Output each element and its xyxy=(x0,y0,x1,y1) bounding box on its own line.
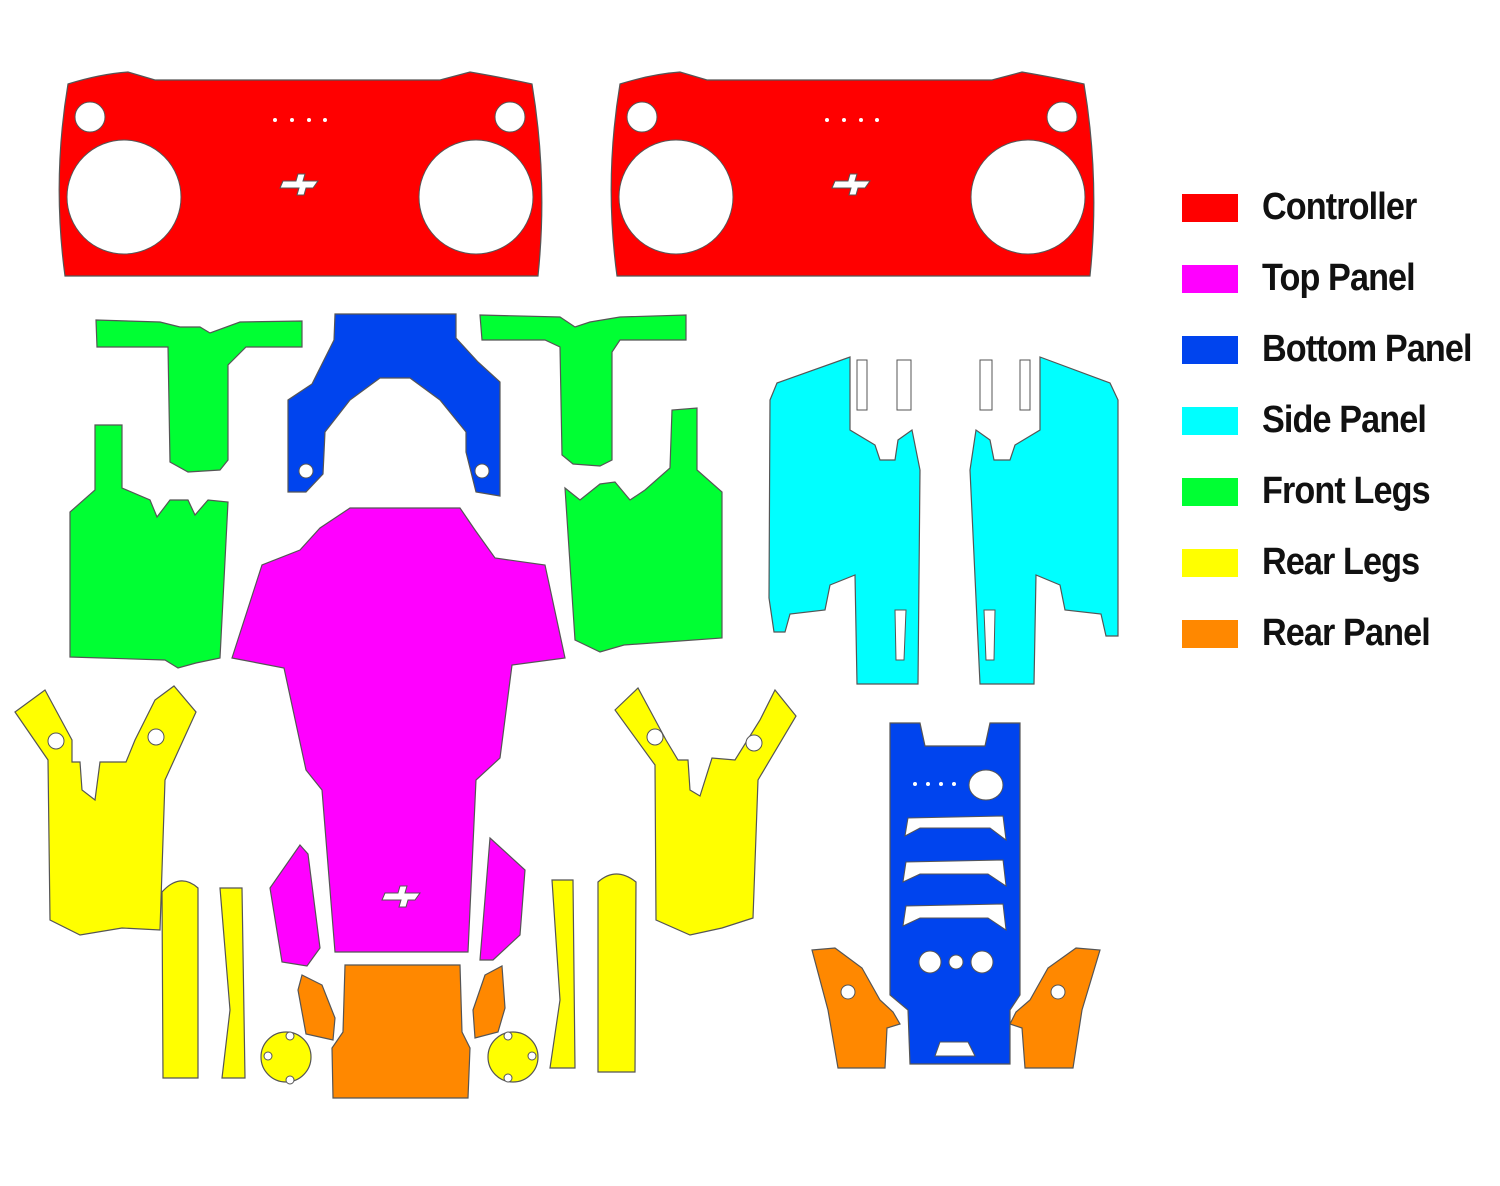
legend-label-bottom-panel: Bottom Panel xyxy=(1262,328,1473,370)
legend-swatch-rear-legs xyxy=(1182,548,1238,577)
legend-swatch-bottom-panel xyxy=(1182,335,1238,364)
legend-swatch-front-legs xyxy=(1182,477,1238,506)
legend-swatch-controller xyxy=(1182,193,1238,222)
bottom-panel-arch xyxy=(287,313,501,497)
side-panel-left xyxy=(768,356,921,685)
legend-item-controller: Controller xyxy=(1182,172,1495,243)
rear-panel-main xyxy=(331,964,471,1099)
rear-leg-disc-right xyxy=(487,1031,539,1083)
legend-item-front-legs: Front Legs xyxy=(1182,456,1495,527)
rear-leg-strip-right-2 xyxy=(597,873,637,1073)
legend-label-top-panel: Top Panel xyxy=(1262,257,1416,299)
rear-panel-wing-left xyxy=(811,947,901,1069)
controller-piece-left xyxy=(58,71,543,277)
legend-label-front-legs: Front Legs xyxy=(1262,470,1431,512)
legend-item-bottom-panel: Bottom Panel xyxy=(1182,314,1495,385)
top-panel-side-right xyxy=(479,836,526,961)
legend-label-rear-legs: Rear Legs xyxy=(1262,541,1420,583)
rear-panel-side-right xyxy=(472,965,506,1039)
legend-item-rear-panel: Rear Panel xyxy=(1182,598,1495,669)
rear-panel-wing-right xyxy=(1009,947,1101,1069)
top-panel-main xyxy=(231,507,566,953)
front-leg-top-right xyxy=(479,314,687,467)
rear-leg-strip-right-1 xyxy=(549,879,576,1069)
legend-label-side-panel: Side Panel xyxy=(1262,399,1427,441)
front-leg-top-left xyxy=(95,319,303,473)
rear-leg-upper-right xyxy=(614,687,797,936)
rear-panel-side-left xyxy=(297,974,336,1041)
legend-swatch-top-panel xyxy=(1182,264,1238,293)
bottom-panel-long xyxy=(889,722,1021,1065)
rear-leg-upper-left xyxy=(14,685,197,936)
top-panel-side-left xyxy=(269,844,321,967)
side-panel-right xyxy=(969,356,1119,685)
controller-piece-right xyxy=(610,71,1095,277)
legend-item-side-panel: Side Panel xyxy=(1182,385,1495,456)
rear-leg-disc-left xyxy=(260,1031,312,1085)
rear-leg-strip-left-2 xyxy=(219,887,246,1079)
rear-leg-strip-left-1 xyxy=(161,880,199,1079)
front-leg-lower-right xyxy=(564,407,723,653)
legend-label-controller: Controller xyxy=(1262,186,1417,228)
legend-swatch-rear-panel xyxy=(1182,619,1238,648)
legend-item-top-panel: Top Panel xyxy=(1182,243,1495,314)
legend-swatch-side-panel xyxy=(1182,406,1238,435)
legend: Controller Top Panel Bottom Panel Side P… xyxy=(1182,172,1495,669)
legend-item-rear-legs: Rear Legs xyxy=(1182,527,1495,598)
legend-label-rear-panel: Rear Panel xyxy=(1262,612,1431,654)
front-leg-lower-left xyxy=(69,424,229,669)
